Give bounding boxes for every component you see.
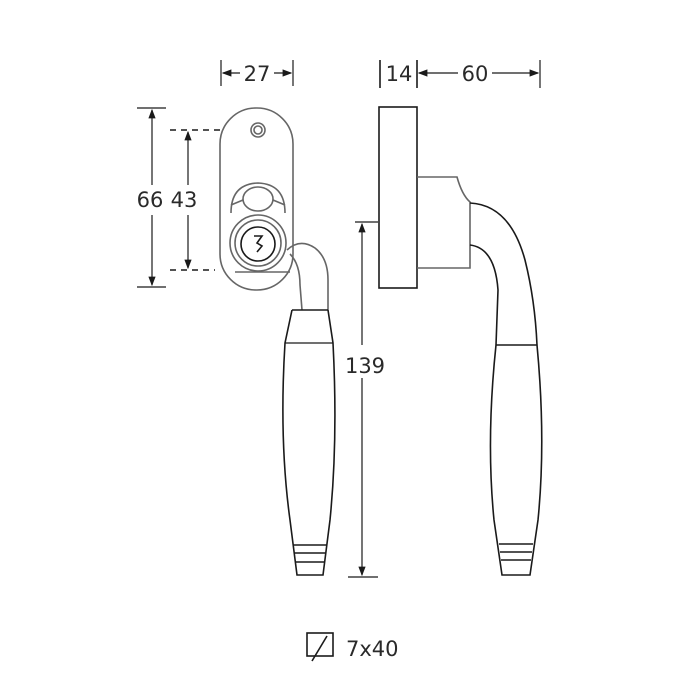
back-plate xyxy=(378,106,418,289)
front-view: 27 66 43 xyxy=(137,60,336,576)
lock-cylinder xyxy=(229,182,290,273)
overall-height-dimension: 66 xyxy=(137,107,166,288)
projection-label: 60 xyxy=(462,62,489,86)
depth-dimension: 14 xyxy=(379,60,418,88)
hole-spacing-label: 43 xyxy=(171,188,198,212)
keyhole-icon xyxy=(254,235,264,253)
front-handle xyxy=(282,242,336,576)
rose xyxy=(417,176,471,269)
width-dimension: 27 xyxy=(220,60,294,86)
hole-spacing-dimension: 43 xyxy=(170,129,220,271)
handle-length-dimension: 139 xyxy=(345,221,385,578)
spindle-spec: 7x40 xyxy=(306,632,399,662)
cover-plate xyxy=(219,107,294,291)
projection-dimension: 60 xyxy=(417,60,541,88)
overall-height-label: 66 xyxy=(137,188,164,212)
side-handle xyxy=(469,202,543,576)
width-label: 27 xyxy=(244,62,271,86)
square-spindle-icon xyxy=(306,632,334,662)
plate-depth-label: 14 xyxy=(386,62,413,86)
handle-length-label: 139 xyxy=(345,354,385,378)
screw-hole xyxy=(250,122,266,138)
spindle-size-label: 7x40 xyxy=(346,637,399,661)
side-view: 14 60 xyxy=(378,60,543,576)
